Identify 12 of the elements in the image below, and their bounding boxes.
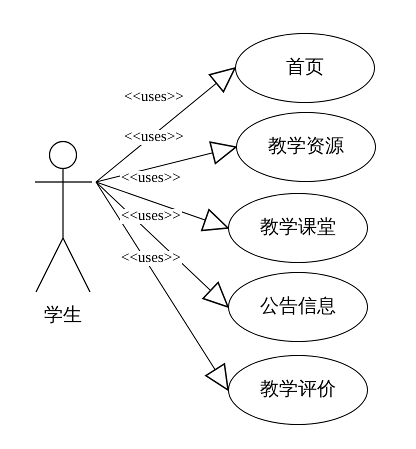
- use-case-name: 教学课堂: [260, 216, 336, 240]
- edge-label: <<uses>>: [120, 251, 182, 266]
- actor-name: 学生: [43, 306, 83, 325]
- use-case-name: 首页: [286, 56, 324, 80]
- arrow: [96, 182, 229, 391]
- use-case-name: 教学评价: [260, 378, 336, 402]
- arrow: [96, 67, 236, 182]
- arrow: [96, 182, 229, 232]
- edge-label: <<uses>>: [120, 209, 182, 224]
- edge-label: <<uses>>: [123, 130, 185, 145]
- use-case-name: 公告信息: [260, 295, 336, 319]
- use-case-name: 教学资源: [268, 135, 344, 159]
